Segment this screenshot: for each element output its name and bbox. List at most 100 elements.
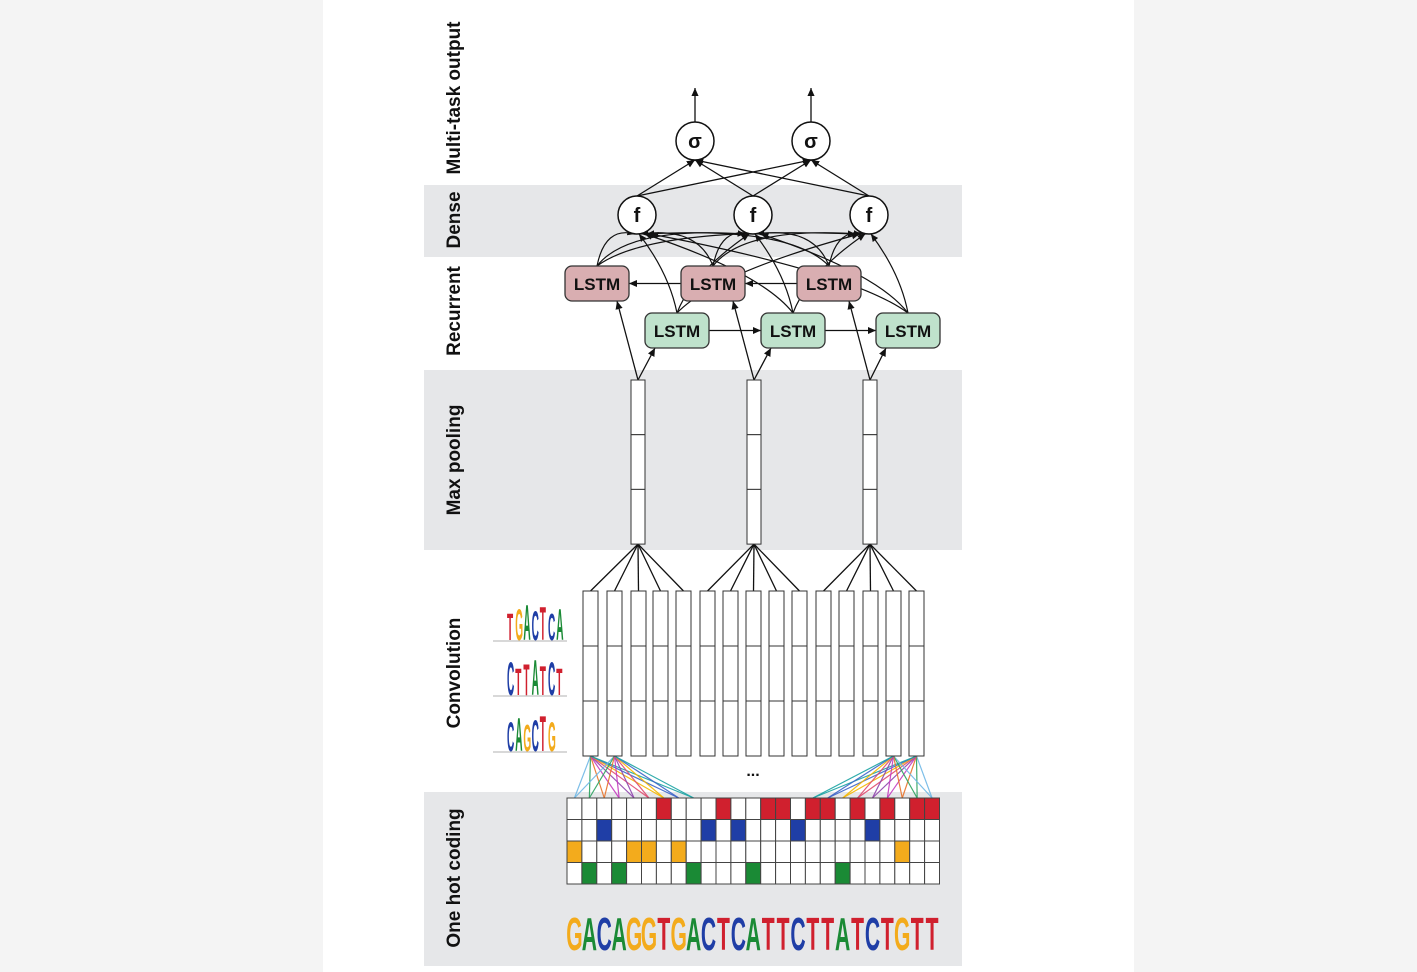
sequence-letter: C	[731, 909, 746, 960]
one-hot-cell	[745, 797, 762, 820]
pool-to-lstm-backward	[615, 300, 639, 381]
one-hot-cell	[596, 797, 613, 820]
pooling-edge	[707, 543, 755, 592]
pool-to-lstm-forward	[753, 347, 772, 381]
dense-node-label: f	[750, 205, 757, 227]
pool-cell	[746, 434, 762, 490]
filter-connection	[827, 755, 894, 799]
motif-letter: A	[532, 649, 539, 706]
filter-connection	[886, 755, 895, 799]
one-hot-cell	[924, 862, 940, 885]
one-hot-cell	[775, 797, 792, 820]
layer-label-recurrent: Recurrent	[444, 265, 465, 355]
lstm-forward-label: LSTM	[770, 322, 816, 341]
pooling-edge	[753, 543, 778, 592]
filter-connection	[871, 755, 895, 799]
sequence-letter: T	[777, 909, 790, 960]
lstm-to-dense-edge	[638, 233, 678, 314]
dense-to-output-edge	[694, 158, 870, 197]
pooling-edge	[590, 543, 639, 592]
one-hot-cell	[700, 819, 717, 842]
one-hot-cell	[715, 797, 732, 820]
dense-to-output-edge	[810, 159, 870, 197]
filter-connection	[901, 755, 918, 799]
one-hot-cell	[864, 862, 881, 885]
sequence-letter: A	[582, 909, 597, 960]
one-hot-cell	[626, 819, 643, 842]
ellipsis: ...	[746, 763, 759, 780]
conv-cell	[862, 590, 879, 647]
conv-cell	[745, 645, 762, 702]
pool-cell	[862, 379, 878, 436]
conv-cell	[838, 700, 855, 757]
connection-edges	[573, 88, 933, 799]
output-node-label: σ	[688, 131, 702, 153]
one-hot-cell	[670, 797, 687, 820]
one-hot-cell	[804, 797, 821, 820]
pool-cell	[862, 434, 878, 490]
pooling-edge	[613, 543, 639, 592]
one-hot-cell	[730, 819, 747, 842]
sequence-letter: G	[641, 909, 657, 960]
one-hot-cell	[894, 862, 911, 885]
one-hot-cell	[775, 840, 792, 863]
dense-node	[617, 195, 657, 235]
one-hot-cell	[760, 862, 777, 885]
one-hot-cell	[700, 862, 717, 885]
one-hot-cell	[894, 819, 911, 842]
filter-connection	[613, 755, 635, 799]
conv-cell	[652, 590, 669, 647]
filter-connection	[590, 755, 680, 799]
filter-connection	[886, 755, 917, 799]
conv-cell	[791, 590, 808, 647]
conv-cell	[768, 700, 785, 757]
one-hot-cell	[566, 797, 583, 820]
conv-cell	[699, 645, 716, 702]
output-node	[675, 121, 715, 161]
one-hot-cell	[760, 840, 777, 863]
sequence-letter: T	[762, 909, 775, 960]
conv-cell	[838, 645, 855, 702]
conv-cell	[885, 700, 902, 757]
one-hot-grid	[566, 797, 940, 885]
one-hot-cell	[670, 840, 687, 863]
pool-to-lstm-forward	[637, 347, 656, 381]
filter-connection	[614, 755, 694, 799]
lstm-to-dense-edge	[870, 233, 909, 314]
one-hot-cell	[611, 862, 628, 885]
conv-cell	[675, 700, 692, 757]
one-hot-cell	[641, 840, 657, 863]
sequence-letter: T	[911, 909, 924, 960]
lstm-backward	[564, 265, 630, 302]
pooling-edge	[869, 543, 895, 592]
conv-cell	[908, 700, 925, 757]
sequence-letter: A	[746, 909, 761, 960]
motif-letter: C	[507, 654, 514, 707]
conv-cell	[652, 645, 669, 702]
filter-connection	[590, 755, 620, 799]
sequence-letter: A	[686, 909, 701, 960]
conv-cell	[862, 700, 879, 757]
pooling-edge	[869, 544, 872, 592]
motif-letter: C	[548, 606, 555, 648]
one-hot-cell	[700, 840, 717, 863]
filter-connection	[827, 755, 917, 799]
one-hot-cell	[641, 797, 657, 820]
sequence-letter: G	[894, 909, 910, 960]
sequence-letter: C	[701, 909, 716, 960]
one-hot-cell	[849, 819, 866, 842]
conv-cell	[791, 700, 808, 757]
one-hot-cell	[760, 819, 777, 842]
pooling-edge	[637, 543, 662, 592]
motif-letter: C	[548, 654, 555, 707]
filter-connection	[915, 755, 918, 799]
one-hot-cell	[596, 840, 613, 863]
pooling-columns	[630, 379, 878, 545]
one-hot-cell	[819, 862, 836, 885]
filter-connection	[614, 755, 680, 799]
lstm-backward	[680, 265, 746, 302]
conv-cell	[606, 590, 623, 647]
pool-cell	[630, 434, 646, 490]
